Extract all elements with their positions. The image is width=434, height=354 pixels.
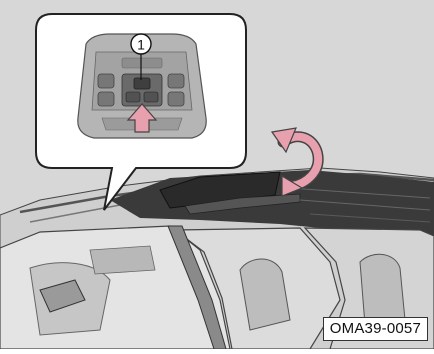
- sunroof-switch: [134, 78, 150, 89]
- reference-code-label: OMA39-0057: [323, 317, 428, 341]
- callout-number: 1: [137, 37, 145, 53]
- callout-number-badge: 1: [131, 34, 151, 54]
